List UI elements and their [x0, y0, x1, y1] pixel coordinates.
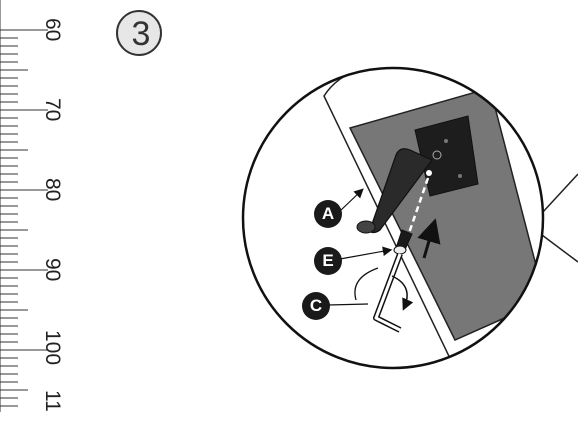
callout-c: C	[302, 292, 330, 320]
rotate-arrow-icon	[391, 275, 414, 311]
rotate-arrow-icon	[354, 267, 379, 301]
ruler-ticks	[0, 0, 48, 412]
zoom-circle	[241, 66, 545, 370]
screw-hole-icon	[432, 150, 442, 160]
assembly-detail-illustration	[241, 66, 578, 370]
callout-a: A	[314, 200, 342, 228]
up-arrow-icon	[417, 218, 441, 259]
screw-path	[406, 177, 430, 237]
screw-hole-icon	[426, 170, 432, 176]
callout-e: E	[314, 247, 342, 275]
step-number: 3	[131, 15, 151, 53]
step-number-badge: 3	[116, 10, 162, 56]
screw-hole-icon	[444, 139, 448, 143]
screw-hole-icon	[458, 174, 462, 178]
measurement-ruler: 60 70 80 90 100 11	[0, 0, 88, 412]
mounting-plate	[414, 115, 479, 197]
